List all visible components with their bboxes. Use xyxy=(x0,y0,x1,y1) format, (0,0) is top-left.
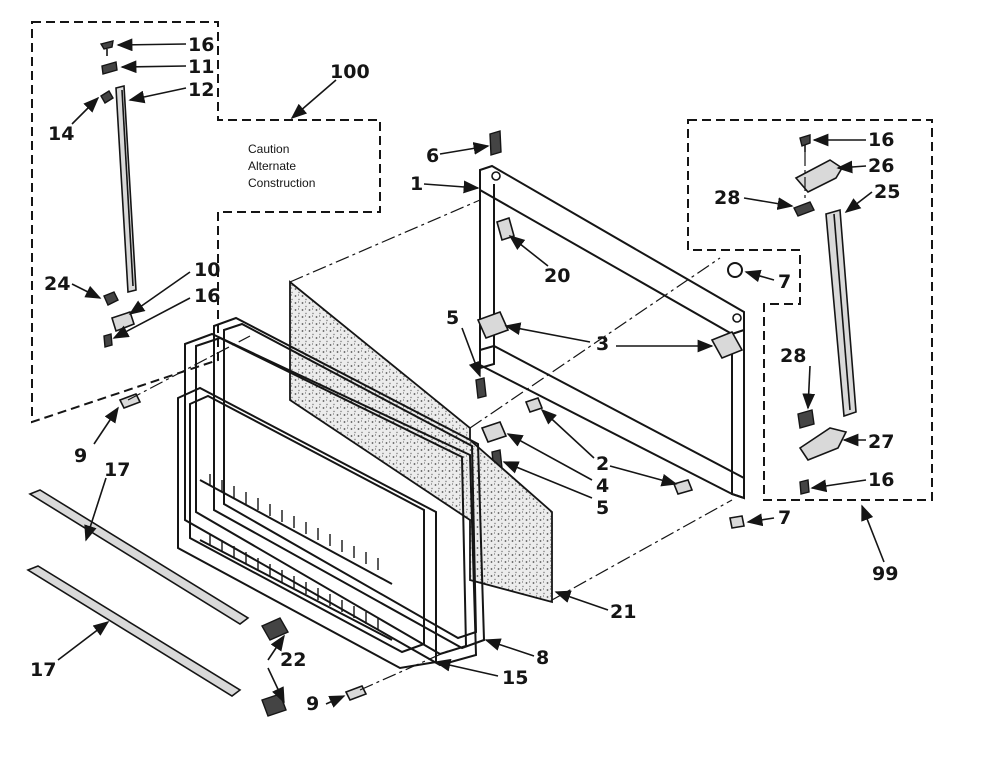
hinge-27 xyxy=(798,427,848,461)
caution-line-3: Construction xyxy=(248,176,315,190)
plug-7-bottom xyxy=(729,515,745,529)
trim-strip-17-upper xyxy=(28,489,250,625)
trim-bar-12 xyxy=(115,84,137,294)
trim-bar-25 xyxy=(825,208,857,418)
plug-9-left xyxy=(118,392,142,410)
callout-9-bottom: 9 xyxy=(306,693,319,715)
caution-note: Caution Alternate Construction xyxy=(248,142,315,190)
screw-5-upper xyxy=(475,377,487,399)
insulation-21 xyxy=(289,280,553,604)
screw-16-top-right xyxy=(799,134,811,147)
callout-22: 22 xyxy=(280,649,306,671)
callout-26: 26 xyxy=(868,155,894,177)
callout-16-top-right: 16 xyxy=(868,129,894,151)
part-2-a xyxy=(524,397,544,413)
hinge-3-right xyxy=(710,330,744,360)
door-frame-1 xyxy=(475,130,745,529)
callout-99: 99 xyxy=(872,563,898,585)
shim-28-bottom xyxy=(797,409,815,429)
callout-8: 8 xyxy=(536,647,549,669)
screw-6 xyxy=(489,130,502,156)
alignment-lines xyxy=(127,152,806,691)
callout-2: 2 xyxy=(596,453,609,475)
bracket-4 xyxy=(480,421,508,443)
caution-line-2: Alternate xyxy=(248,159,296,173)
hinge-kit-box xyxy=(687,119,933,501)
part-14 xyxy=(100,90,114,104)
callout-4: 4 xyxy=(596,475,609,497)
callout-25: 25 xyxy=(874,181,900,203)
alternate-construction-box xyxy=(31,21,381,424)
callout-6: 6 xyxy=(426,145,439,167)
callout-27: 27 xyxy=(868,431,894,453)
trim-strip-17-lower xyxy=(26,565,242,697)
callout-14: 14 xyxy=(48,123,74,145)
hinge-26 xyxy=(794,159,844,193)
hinge-3-left xyxy=(476,310,510,340)
callout-9-left: 9 xyxy=(74,445,87,467)
screw-16-bottom-right xyxy=(799,479,810,495)
callout-5-lower: 5 xyxy=(596,497,609,519)
hinge-10 xyxy=(111,310,135,333)
callout-16-mid-left: 16 xyxy=(194,285,220,307)
bushing-11 xyxy=(101,61,118,75)
screw-16-top-left xyxy=(99,40,114,50)
callout-12: 12 xyxy=(188,79,214,101)
callout-100: 100 xyxy=(330,61,370,83)
part-2-b xyxy=(672,479,694,495)
screw-16-mid-left xyxy=(103,333,113,348)
callout-3: 3 xyxy=(596,333,609,355)
callout-28-top: 28 xyxy=(714,187,740,209)
leader-lines xyxy=(57,38,885,708)
end-cap-22-upper xyxy=(261,617,289,641)
callout-21: 21 xyxy=(610,601,636,623)
callout-16-top-left: 16 xyxy=(188,34,214,56)
callout-17-lower: 17 xyxy=(30,659,56,681)
door-liner-8 xyxy=(213,316,486,650)
part-24 xyxy=(103,291,119,306)
callout-7-bottom: 7 xyxy=(778,507,791,529)
shim-28-top xyxy=(793,201,815,217)
callout-10: 10 xyxy=(194,259,220,281)
callout-16-bottom-right: 16 xyxy=(868,469,894,491)
callout-15: 15 xyxy=(502,667,528,689)
caution-line-1: Caution xyxy=(248,142,289,156)
callout-numbers: 100 16 11 12 14 10 16 24 9 17 17 22 9 15… xyxy=(30,34,900,715)
right-hinge-assembly xyxy=(793,134,857,495)
callout-7-top: 7 xyxy=(778,271,791,293)
left-hinge-assembly xyxy=(99,40,137,348)
callout-1: 1 xyxy=(410,173,423,195)
callout-11: 11 xyxy=(188,56,214,78)
callout-24: 24 xyxy=(44,273,70,295)
plug-7-top xyxy=(727,262,743,278)
callout-28-bottom: 28 xyxy=(780,345,806,367)
callout-5-upper: 5 xyxy=(446,307,459,329)
callout-20: 20 xyxy=(544,265,570,287)
callout-17-upper: 17 xyxy=(104,459,130,481)
